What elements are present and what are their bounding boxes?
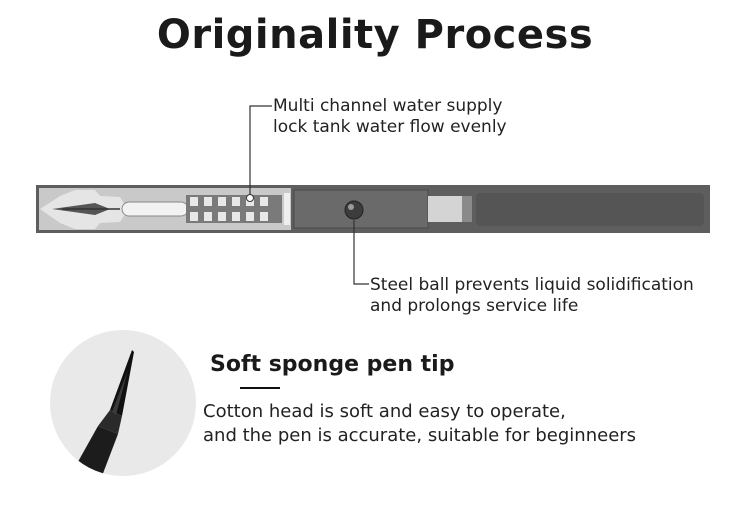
callout-line-water (249, 105, 272, 198)
callout-steel-line-2: and prolongs service life (370, 296, 579, 316)
pen-tip-closeup (50, 330, 196, 476)
callout-water-line-2: lock tank water flow evenly (273, 117, 507, 137)
pen-tip-icon (70, 350, 134, 476)
steel-ball (344, 200, 364, 220)
heading-underline (240, 387, 280, 389)
page-title: Originality Process (156, 12, 594, 58)
sponge-desc-line-1: Cotton head is soft and easy to operate, (203, 401, 566, 422)
pen-connector (428, 196, 468, 222)
sponge-tip-description: Cotton head is soft and easy to operate,… (203, 400, 636, 448)
callout-line-steel-ball (353, 220, 369, 285)
callout-steel-ball: Steel ball prevents liquid solidificatio… (370, 275, 694, 317)
sponge-tip-heading: Soft sponge pen tip (210, 352, 455, 377)
pen-feed-rod (121, 201, 189, 217)
callout-dot-water (246, 194, 254, 202)
callout-steel-line-1: Steel ball prevents liquid solidificatio… (370, 275, 694, 295)
callout-water-supply: Multi channel water supply lock tank wat… (273, 96, 507, 138)
pen-rear-chamber (476, 193, 704, 226)
sponge-desc-line-2: and the pen is accurate, suitable for be… (203, 425, 637, 446)
callout-water-line-1: Multi channel water supply (273, 96, 503, 116)
